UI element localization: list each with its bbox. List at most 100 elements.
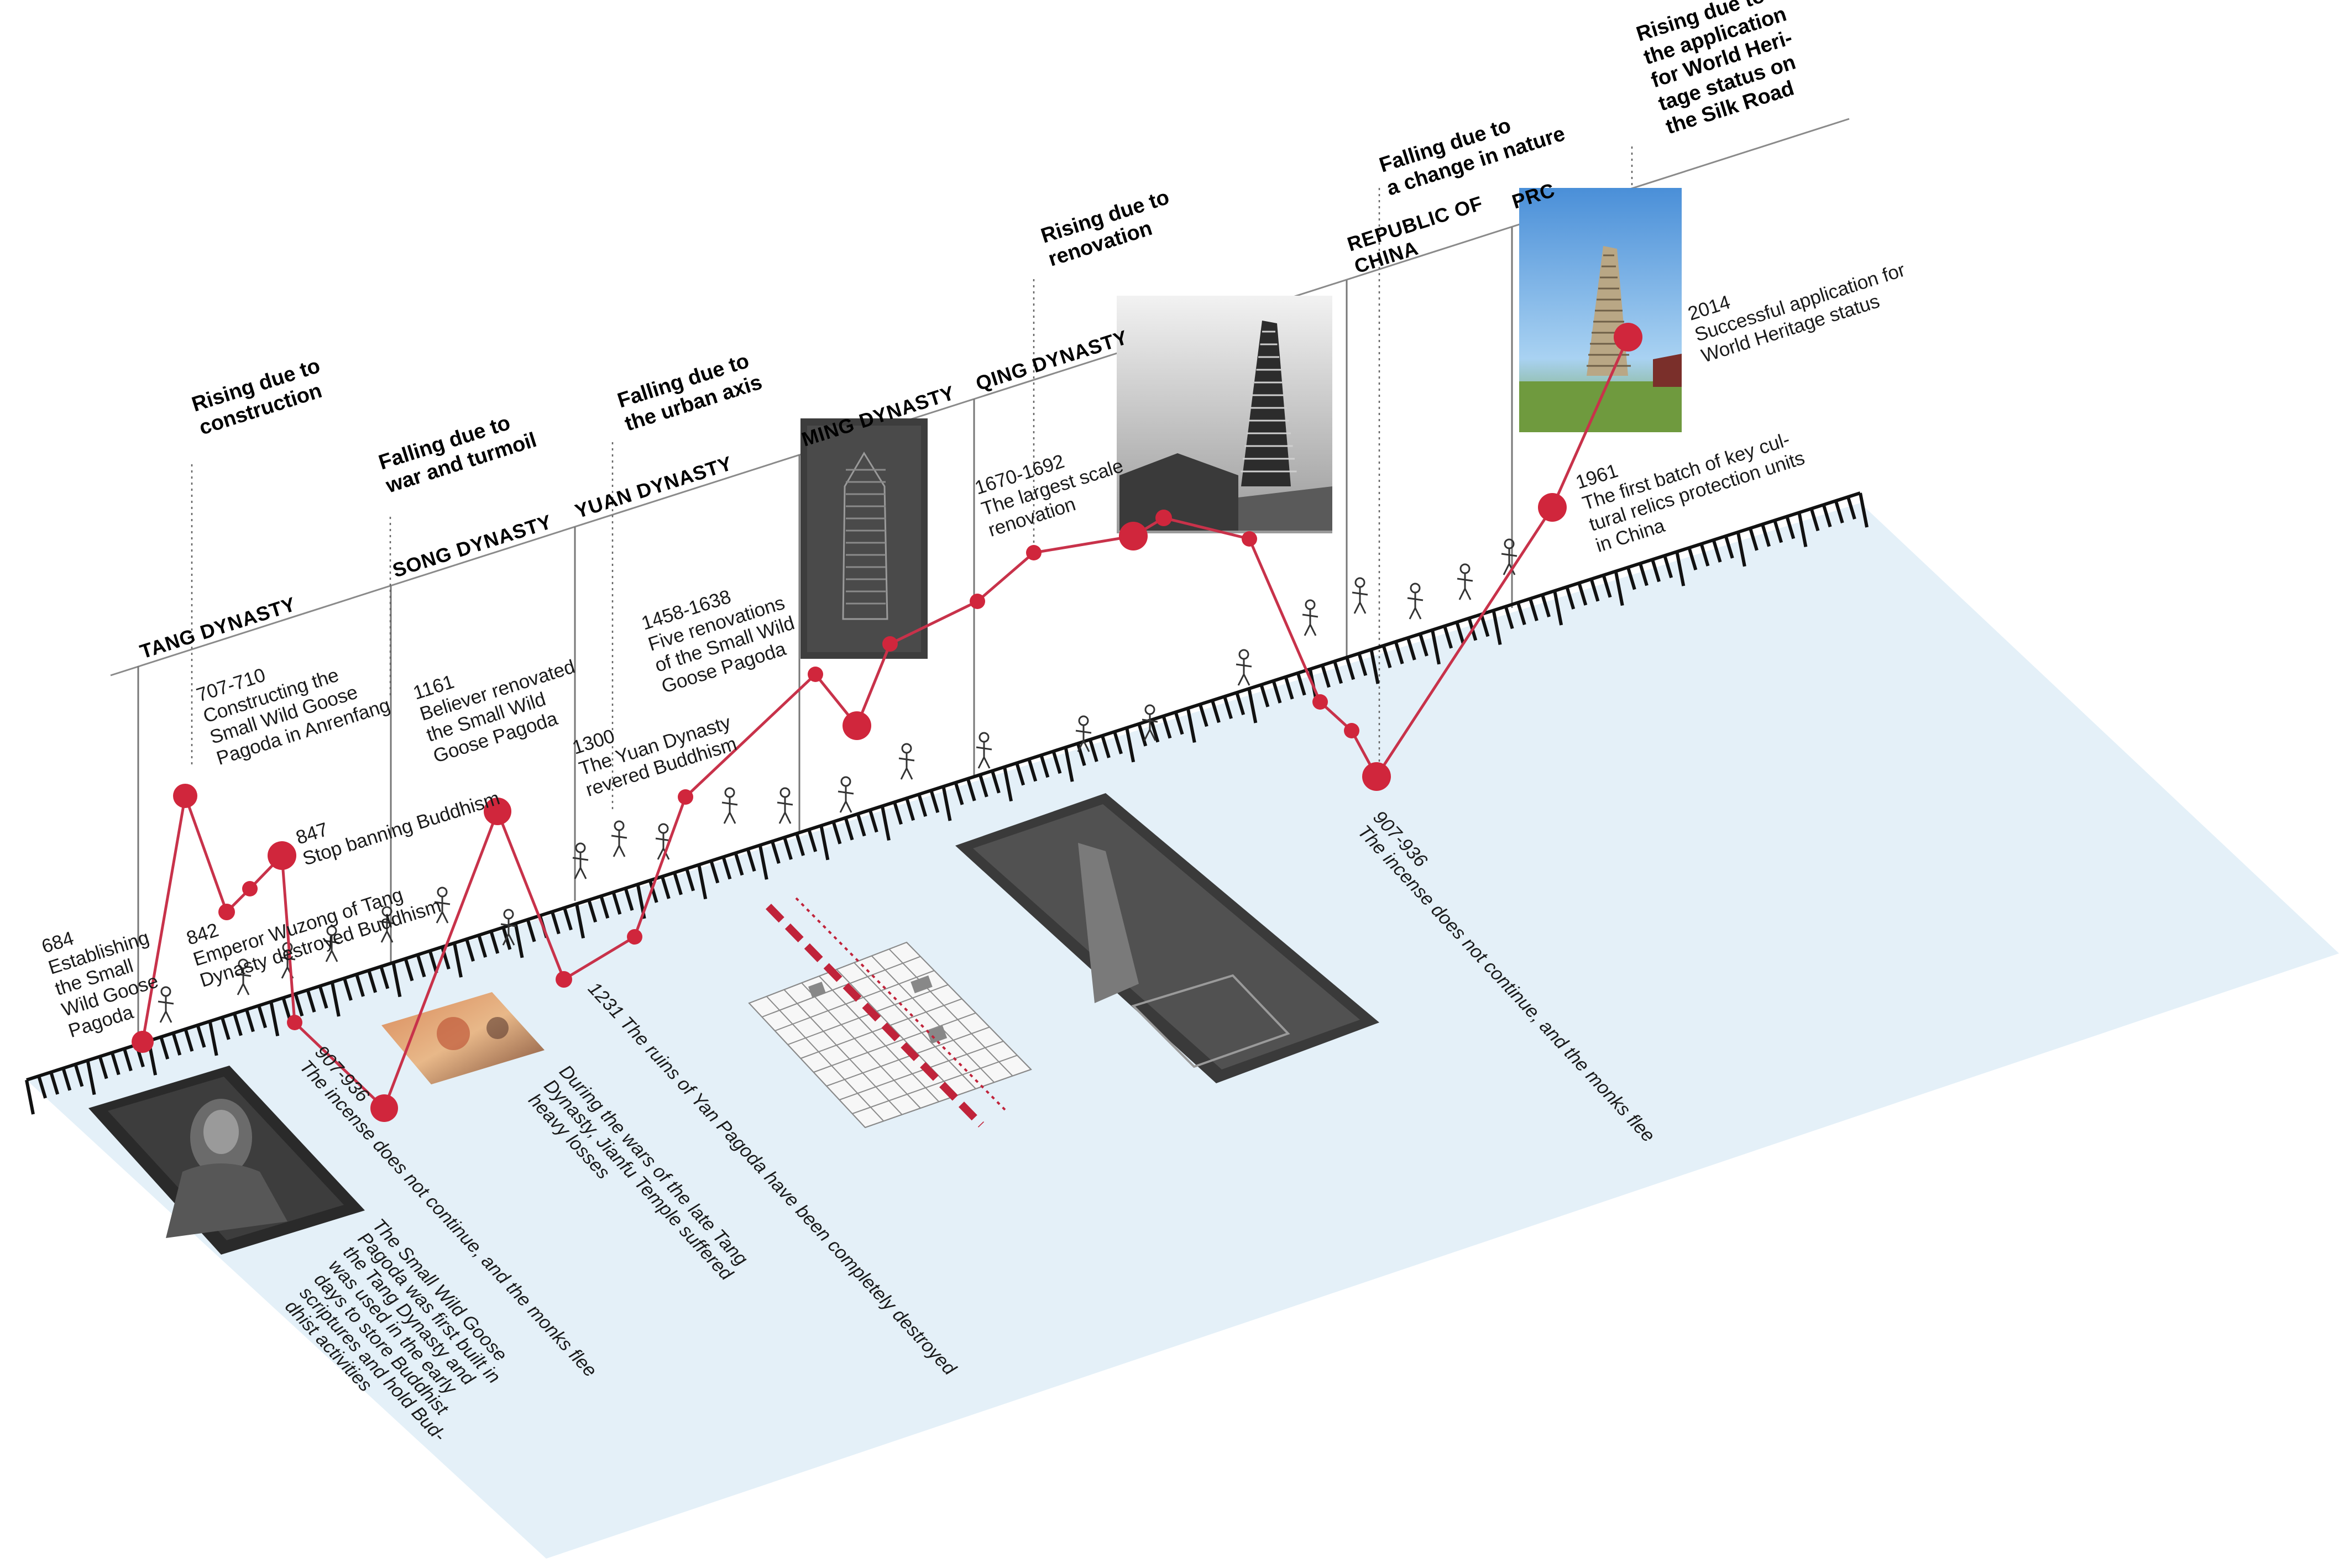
dynasty-boundaries — [137, 227, 1513, 1039]
ruler-tick — [1846, 496, 1856, 520]
ruler-tick — [611, 891, 622, 915]
event-2014: 2014 Successful application for World He… — [1686, 236, 1920, 366]
ruler-tick — [1699, 543, 1710, 567]
ruler-tick — [831, 821, 842, 845]
dynasty-yuan: YUAN DYNASTY — [572, 452, 735, 523]
data-point-dot — [1344, 723, 1359, 738]
ruler-tick — [1809, 508, 1820, 532]
ruler-tick — [1394, 641, 1404, 664]
ruler-tick — [245, 1009, 255, 1032]
ruler-tick — [1382, 645, 1392, 668]
ruler-tick — [1369, 649, 1380, 684]
pagoda-photo-color — [1519, 188, 1682, 432]
ruler-tick — [941, 786, 952, 821]
ruler-tick — [819, 825, 830, 861]
ruler-tick — [1553, 590, 1563, 626]
trend-renovation: Rising due torenovation — [1038, 186, 1179, 271]
data-point-dot — [242, 881, 258, 896]
ruler-tick — [1076, 743, 1086, 766]
ruler-tick — [795, 833, 805, 856]
ruler-tick — [1051, 751, 1062, 774]
ruler-tick — [74, 1063, 84, 1087]
ruler-tick — [171, 1032, 182, 1056]
event-1161: 1161 Believer renovated the Small Wild G… — [411, 633, 596, 767]
ruler-tick — [514, 923, 524, 958]
ruler-tick — [1614, 571, 1624, 606]
ruler-tick — [1223, 696, 1233, 720]
ruler-tick — [905, 798, 915, 821]
ruler-tick — [526, 919, 536, 942]
ruler-tick — [1541, 594, 1551, 617]
data-point-dot — [1026, 545, 1042, 560]
ruler-tick — [1174, 711, 1184, 735]
ming-rubbing-image — [800, 418, 928, 659]
data-point-dot — [218, 904, 235, 920]
ruler-tick — [844, 817, 854, 841]
ruler-tick — [978, 774, 988, 798]
ruler-tick — [1125, 727, 1136, 763]
ruler-tick — [771, 841, 781, 864]
trend-war: Falling due towar and turmoil — [375, 405, 540, 498]
ruler-tick — [1504, 606, 1514, 630]
dynasty-song: SONG DYNASTY — [390, 510, 554, 582]
ruler-tick — [1284, 676, 1294, 700]
ruler-tick — [1259, 684, 1270, 707]
ruler-tick — [1296, 672, 1306, 696]
ruler-tick — [123, 1048, 133, 1072]
ruler-tick — [184, 1029, 194, 1052]
data-point-dot — [132, 1031, 154, 1053]
dynasty-qing: QING DYNASTY — [973, 326, 1131, 395]
ruler-tick — [1736, 532, 1746, 567]
ruler-tick — [929, 790, 940, 813]
trend-heritage: Rising due to the application for World … — [1634, 0, 1817, 139]
ruler-tick — [1516, 602, 1526, 626]
ruler-tick — [575, 903, 585, 938]
ruler-tick — [1797, 512, 1808, 547]
ruler-tick — [1113, 731, 1123, 754]
ruler-tick — [734, 852, 744, 876]
ruler-tick — [489, 931, 500, 954]
ruler-tick — [1577, 582, 1588, 606]
ruler-tick — [1149, 719, 1160, 743]
ruler-tick — [220, 1016, 231, 1040]
procession-figures — [158, 538, 1518, 1023]
data-points — [132, 323, 1642, 1122]
ruler-tick — [1761, 523, 1771, 547]
ruler-tick — [1186, 707, 1196, 743]
ruler-tick — [1443, 625, 1453, 649]
ruler-tick — [1027, 758, 1038, 782]
dynasty-roc: REPUBLIC OF CHINA — [1344, 190, 1499, 278]
ruler-tick — [746, 848, 756, 872]
ruler-tick — [257, 1005, 268, 1029]
ruler-tick — [550, 911, 561, 935]
data-point-dot — [970, 594, 985, 609]
ruler-tick — [269, 1001, 280, 1036]
data-point-dot — [268, 841, 296, 870]
ruler-tick — [1039, 754, 1050, 778]
ruler-tick — [196, 1025, 206, 1048]
trend-construction: Rising due toconstruction — [189, 354, 330, 440]
ruler-tick — [1712, 539, 1722, 563]
ruler-tick — [648, 880, 658, 903]
ruler-tick — [868, 809, 878, 833]
ruler-tick — [1235, 692, 1246, 715]
ruler-tick — [1565, 586, 1576, 610]
ruler-tick — [709, 860, 720, 884]
ruler-tick — [477, 935, 488, 958]
ruler-tick — [1431, 630, 1441, 665]
ruler-tick — [1199, 704, 1208, 727]
ruler-tick — [1663, 555, 1673, 579]
ruler-tick — [1137, 723, 1148, 747]
ruler-tick — [1455, 621, 1466, 645]
ruler-tick — [856, 813, 866, 837]
portrait-image — [88, 1066, 365, 1255]
ruler-tick — [1357, 653, 1368, 677]
data-point-dot — [678, 789, 693, 805]
ruler-tick — [1602, 574, 1612, 598]
event-1300: 1300 The Yuan Dynasty revered Buddhism — [570, 689, 745, 801]
ruler-tick — [991, 770, 1001, 794]
data-point-dot — [556, 971, 572, 988]
ruler-tick — [98, 1056, 108, 1079]
data-point-dot — [1119, 522, 1148, 550]
ruler-tick — [1419, 633, 1428, 657]
